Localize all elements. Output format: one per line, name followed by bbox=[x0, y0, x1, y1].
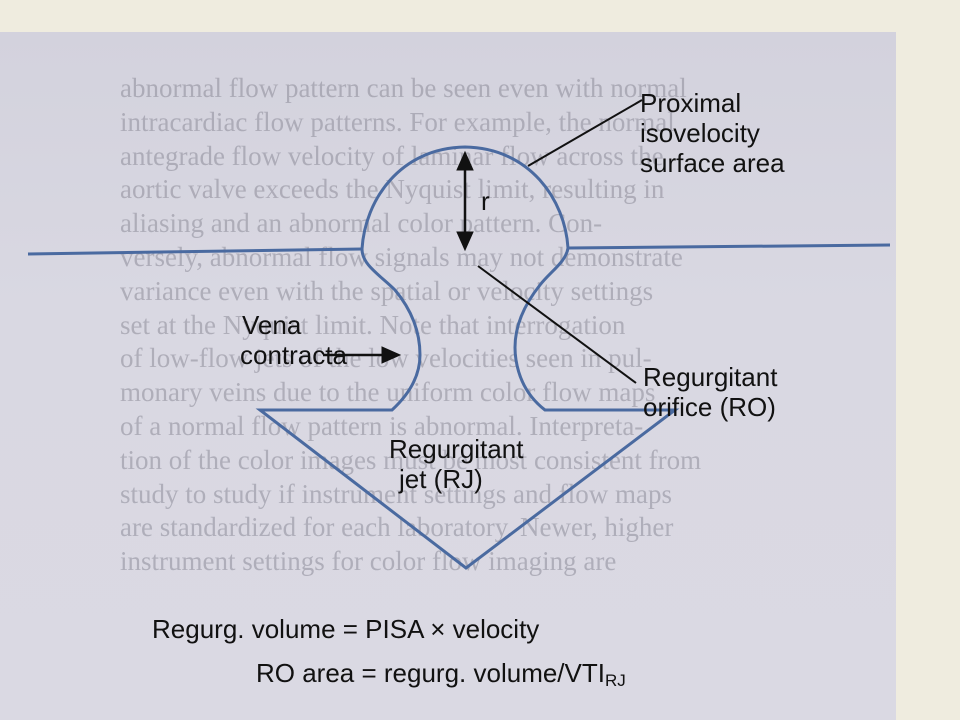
formula-ro-area: RO area = regurg. volume/VTIRJ bbox=[256, 658, 626, 696]
formula-regurg-volume: Regurg. volume = PISA × velocity bbox=[152, 614, 540, 644]
regurgitant-orifice-label-line: orifice (RO) bbox=[643, 392, 776, 422]
slide-top-border bbox=[0, 0, 960, 32]
regurgitant-jet-label-line: jet (RJ) bbox=[399, 464, 483, 494]
regurgitant-orifice-label-line: Regurgitant bbox=[643, 362, 778, 392]
background-text-line: monary veins due to the uniform color fl… bbox=[120, 377, 656, 408]
regurgitant-orifice-label: Regurgitant orifice (RO) bbox=[643, 362, 777, 422]
background-text-line: abnormal flow pattern can be seen even w… bbox=[120, 73, 687, 103]
background-text-line: aliasing and an abnormal color pattern. … bbox=[120, 208, 603, 239]
valve-plane-right bbox=[567, 243, 891, 250]
regurgitant-jet-label: Regurgitant jet (RJ) bbox=[389, 434, 523, 494]
background-text-line: are standardized for each laboratory. Ne… bbox=[120, 512, 674, 543]
pisa-label-line: Proximal bbox=[640, 88, 742, 118]
valve-plane-left bbox=[27, 247, 363, 256]
background-text: abnormal flow pattern can be seen even w… bbox=[120, 72, 896, 579]
background-text-line: of a normal flow pattern is abnormal. In… bbox=[120, 410, 644, 441]
pisa-and-jet-outline bbox=[255, 145, 680, 570]
vena-contracta-label-line: contracta bbox=[240, 340, 347, 370]
vena-contracta-label-line: Vena bbox=[242, 310, 302, 340]
radius-label: r bbox=[481, 186, 490, 216]
radius-arrow bbox=[456, 150, 474, 252]
slide-side-border bbox=[896, 32, 960, 720]
ro-leader-line bbox=[477, 265, 637, 384]
background-text-line: set at the Nyquist limit. Note that inte… bbox=[120, 309, 626, 340]
pisa-label-line: isovelocity bbox=[640, 118, 760, 148]
background-text-line: tion of the color images must be most co… bbox=[120, 444, 702, 475]
background-text-line: antegrade flow velocity of laminar flow … bbox=[120, 140, 664, 171]
pisa-leader-line bbox=[527, 99, 643, 167]
pisa-label: Proximal isovelocity surface area bbox=[640, 88, 785, 178]
textbook-photo: abnormal flow pattern can be seen even w… bbox=[0, 32, 896, 720]
background-text-line: instrument settings for color flow imagi… bbox=[120, 546, 617, 577]
regurgitant-jet-label-line: Regurgitant bbox=[389, 434, 524, 464]
formula-ro-area-subscript: RJ bbox=[604, 671, 626, 690]
formula-ro-area-main: RO area = regurg. volume/VTI bbox=[256, 658, 605, 688]
pisa-label-line: surface area bbox=[640, 148, 785, 178]
background-text-line: intracardiac flow patterns. For example,… bbox=[120, 106, 675, 137]
vena-contracta-arrow bbox=[323, 346, 402, 364]
vena-contracta-label: Vena contracta bbox=[240, 310, 347, 370]
